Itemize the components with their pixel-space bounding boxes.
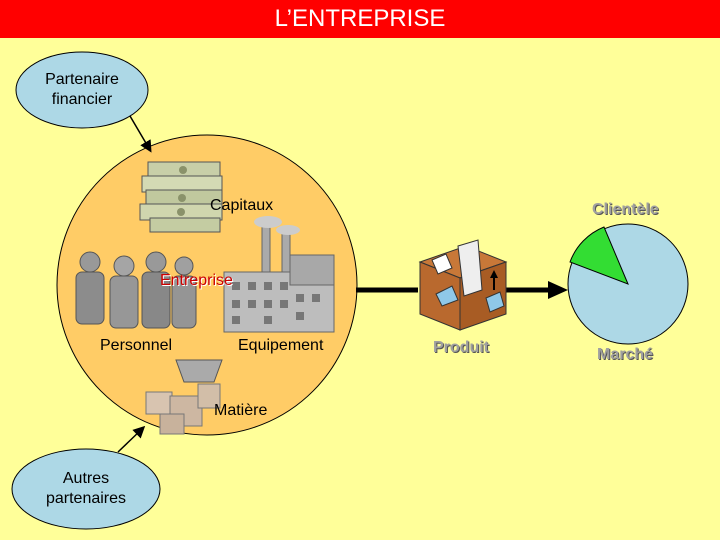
marche-label: Marché: [597, 346, 654, 363]
autres-arrow: [117, 425, 146, 453]
capitaux-label: Capitaux: [210, 197, 274, 214]
workers-icon: [75, 251, 197, 329]
money-stack-icon: [139, 161, 223, 233]
partenaire-financier-text: Partenaire financier: [45, 71, 119, 108]
product-box-icon: [418, 239, 508, 331]
matiere-label: Matière: [214, 402, 268, 419]
entreprise-label: Entreprise: [160, 272, 233, 289]
clientele-label: Clientèle: [592, 201, 659, 218]
clientele-slice: [569, 226, 629, 285]
produit-label: Produit: [433, 339, 489, 356]
personnel-label: Personnel: [100, 337, 173, 354]
autres-partenaires-text: Autres partenaires: [45, 470, 127, 507]
market-arrowhead: [548, 281, 568, 299]
materials-icon: [145, 359, 223, 435]
enterprise-circle: [56, 134, 358, 436]
autres-partenaires-label: Autres partenaires: [12, 469, 160, 509]
equipement-label: Equipement: [238, 337, 324, 354]
financier-arrow: [129, 115, 152, 153]
factory-icon: [223, 216, 335, 333]
partenaire-financier-oval: [15, 51, 149, 129]
autres-partenaires-oval: [11, 448, 161, 530]
partenaire-financier-label: Partenaire financier: [16, 70, 148, 110]
page-title: L’ENTREPRISE: [0, 0, 720, 38]
